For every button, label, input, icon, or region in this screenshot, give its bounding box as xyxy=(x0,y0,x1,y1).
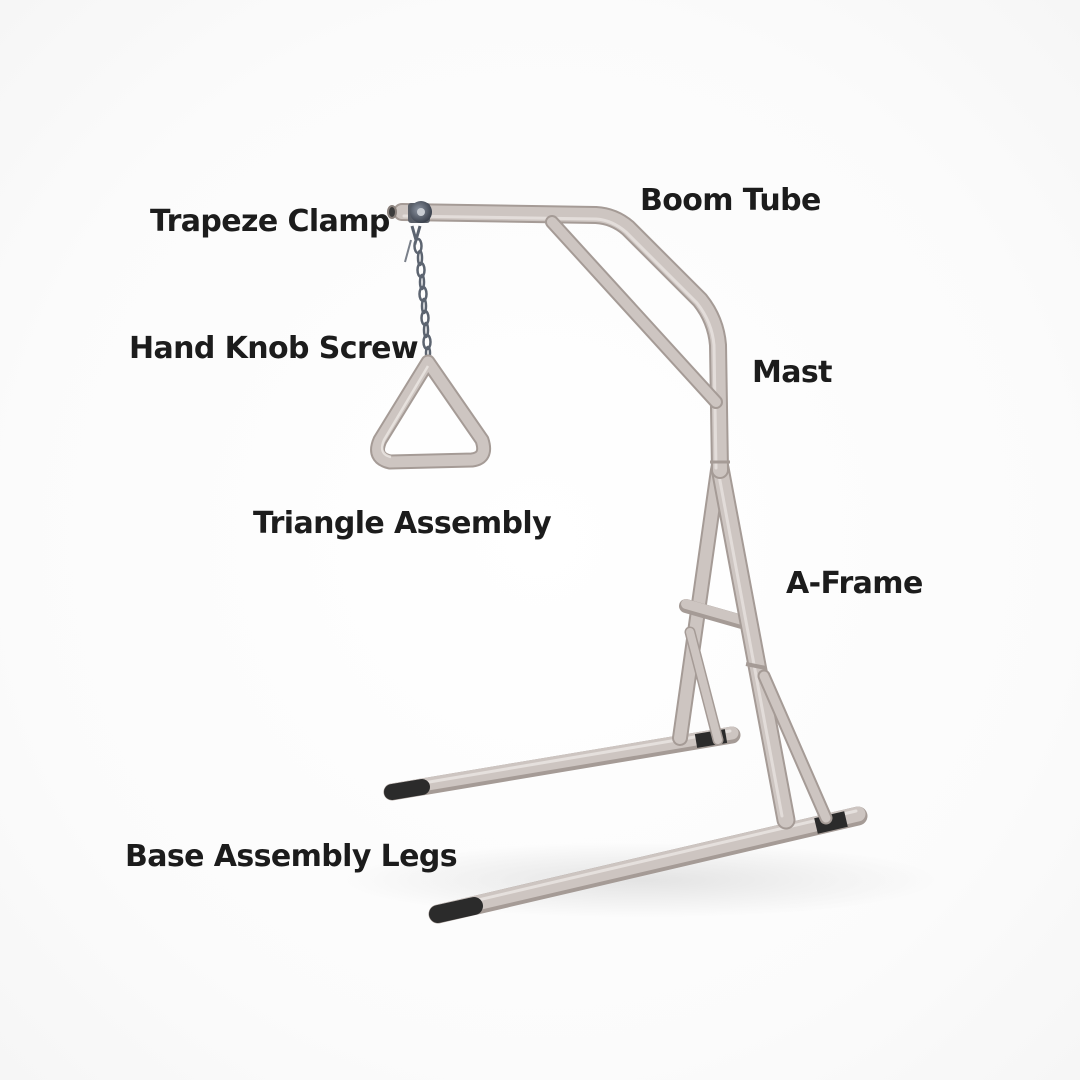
label-a-frame: A-Frame xyxy=(786,566,923,601)
label-hand-knob-screw: Hand Knob Screw xyxy=(129,331,419,366)
chain xyxy=(413,237,432,361)
triangle-handle xyxy=(370,354,492,470)
front-leg-end-cap-right xyxy=(814,811,848,834)
label-trapeze-clamp: Trapeze Clamp xyxy=(150,204,390,239)
mast-and-boom xyxy=(387,203,730,479)
a-frame-crossbar xyxy=(679,599,749,629)
label-mast: Mast xyxy=(752,355,833,390)
chain-hook xyxy=(404,239,412,263)
trapeze-clamp xyxy=(408,201,432,246)
front-strut xyxy=(710,458,833,830)
label-base-assembly-legs: Base Assembly Legs xyxy=(125,839,458,874)
label-triangle-assembly: Triangle Assembly xyxy=(253,506,552,541)
rear-leg-end-cap-left xyxy=(384,779,430,800)
label-boom-tube: Boom Tube xyxy=(640,183,821,218)
front-base-leg xyxy=(428,806,868,924)
front-leg-end-cap-left xyxy=(429,897,483,923)
